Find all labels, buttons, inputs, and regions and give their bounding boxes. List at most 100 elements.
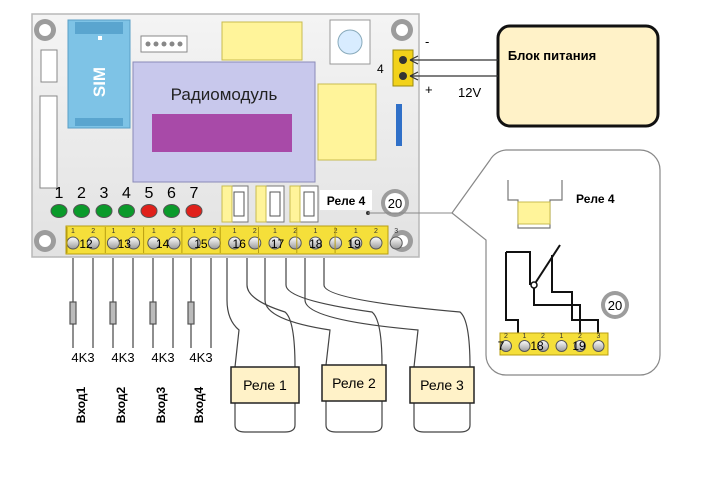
relay-wire bbox=[246, 258, 296, 368]
terminal-pin-mark: 2 bbox=[212, 228, 216, 235]
radio-module-label: Радиомодуль bbox=[171, 85, 278, 104]
led-indicator bbox=[118, 204, 135, 218]
zoom-pin20-marker: 20 bbox=[601, 291, 629, 319]
zoom-terminal-screw bbox=[518, 340, 531, 352]
relay-wire bbox=[226, 258, 240, 368]
terminal-pin-mark: 3 bbox=[394, 228, 398, 235]
zoom-terminal-screw bbox=[537, 340, 549, 352]
terminal-pin-mark: 2 bbox=[374, 228, 378, 235]
relay-label: Реле 2 bbox=[332, 375, 376, 391]
relay-wire bbox=[323, 258, 471, 368]
terminal-number: 15 bbox=[194, 237, 208, 251]
relay-wiring bbox=[226, 258, 471, 433]
relay-wire bbox=[264, 258, 331, 366]
terminal-number: 14 bbox=[156, 237, 170, 251]
terminal-screw bbox=[369, 236, 383, 250]
input-label: Вход4 bbox=[192, 387, 206, 424]
resistor-value: 4K3 bbox=[111, 350, 134, 365]
terminal-pin-mark: 1 bbox=[273, 228, 277, 235]
terminal-screw bbox=[389, 236, 403, 250]
terminal-pin-mark: 2 bbox=[91, 228, 95, 235]
terminal-pin-mark: 2 bbox=[172, 228, 176, 235]
terminal-pin-mark: 2 bbox=[253, 228, 257, 235]
small-connector bbox=[40, 49, 58, 83]
led-number: 4 bbox=[122, 185, 131, 202]
input-wiring bbox=[69, 258, 212, 348]
terminal-number: 19 bbox=[347, 237, 361, 251]
terminal-number: 17 bbox=[271, 237, 285, 251]
led-indicator bbox=[73, 204, 90, 218]
power-plus: + bbox=[425, 82, 433, 97]
zoom-pin20-label: 20 bbox=[608, 298, 622, 313]
terminal-pin-mark: 2 bbox=[334, 228, 338, 235]
terminal-pin-mark: 1 bbox=[111, 228, 115, 235]
controller-board: SIM 4 Радиомодуль bbox=[31, 13, 420, 258]
zoom-pin-mark: 2 bbox=[578, 333, 582, 340]
zoom-pin-mark: 3 bbox=[597, 333, 601, 340]
sim-holder: SIM bbox=[67, 19, 131, 129]
terminal-screw bbox=[228, 236, 242, 250]
terminal-pin-mark: 1 bbox=[152, 228, 156, 235]
led-number: 7 bbox=[190, 185, 199, 202]
resistor bbox=[69, 301, 77, 325]
led-number: 2 bbox=[77, 185, 86, 202]
terminal-screw bbox=[147, 236, 161, 250]
terminal-number: 18 bbox=[309, 237, 323, 251]
radio-module-chip bbox=[152, 114, 292, 152]
zoom-pin-mark: 2 bbox=[504, 333, 508, 340]
led-number: 1 bbox=[55, 185, 64, 202]
led-indicator bbox=[140, 204, 158, 218]
zoom-terminal-screw bbox=[555, 340, 568, 352]
terminal-screw bbox=[187, 236, 201, 250]
power-supply: Блок питания bbox=[496, 24, 660, 128]
terminal-pin-mark: 2 bbox=[293, 228, 297, 235]
relay-wire bbox=[234, 403, 296, 433]
power-wires bbox=[409, 55, 498, 81]
terminal-pin-mark: 1 bbox=[192, 228, 196, 235]
yellow-component bbox=[221, 21, 303, 61]
led-indicator bbox=[185, 204, 203, 218]
terminal-number: 16 bbox=[233, 237, 247, 251]
zoom-terminal-screw bbox=[574, 340, 586, 352]
radio-module: Радиомодуль bbox=[132, 61, 316, 183]
relay-box bbox=[230, 366, 300, 404]
terminal-screw bbox=[308, 236, 322, 250]
relay-label: Реле 1 bbox=[243, 377, 287, 393]
input-label: Вход3 bbox=[154, 387, 168, 424]
power-connector bbox=[392, 49, 414, 87]
led-indicator bbox=[50, 204, 68, 218]
led-number: 6 bbox=[167, 185, 176, 202]
terminal-screw bbox=[268, 236, 282, 250]
led-number: 5 bbox=[145, 185, 154, 202]
relay-wire bbox=[285, 258, 383, 366]
relay-wire bbox=[413, 403, 471, 433]
mount-hole-top-left bbox=[34, 19, 56, 41]
terminal-screw bbox=[349, 236, 363, 250]
zoom-pin-mark: 2 bbox=[541, 333, 545, 340]
input-label: Вход1 bbox=[74, 387, 88, 424]
terminal-screw bbox=[86, 236, 100, 250]
terminal-screw bbox=[288, 236, 302, 250]
button bbox=[329, 19, 371, 65]
pin20-label: 20 bbox=[388, 196, 402, 211]
pin20-marker: 20 bbox=[381, 189, 409, 217]
zoom-terminal-number: 7 bbox=[498, 339, 505, 353]
relay-wire bbox=[304, 258, 419, 368]
zoom-terminal-screw bbox=[500, 340, 512, 352]
relay-box bbox=[321, 364, 387, 402]
terminal-screw bbox=[167, 236, 181, 250]
relay4-label: Реле 4 bbox=[327, 194, 366, 208]
resistor bbox=[109, 301, 117, 325]
resistor bbox=[149, 301, 157, 325]
resistor-value: 4K3 bbox=[71, 350, 94, 365]
mount-hole-bottom-left bbox=[34, 230, 56, 252]
power-minus: - bbox=[425, 34, 429, 49]
zoom-relay-coil bbox=[517, 201, 551, 225]
zoom-terminal-number: 18 bbox=[530, 339, 544, 353]
zoom-pin-mark: 1 bbox=[560, 333, 564, 340]
input-label: Вход2 bbox=[114, 387, 128, 424]
